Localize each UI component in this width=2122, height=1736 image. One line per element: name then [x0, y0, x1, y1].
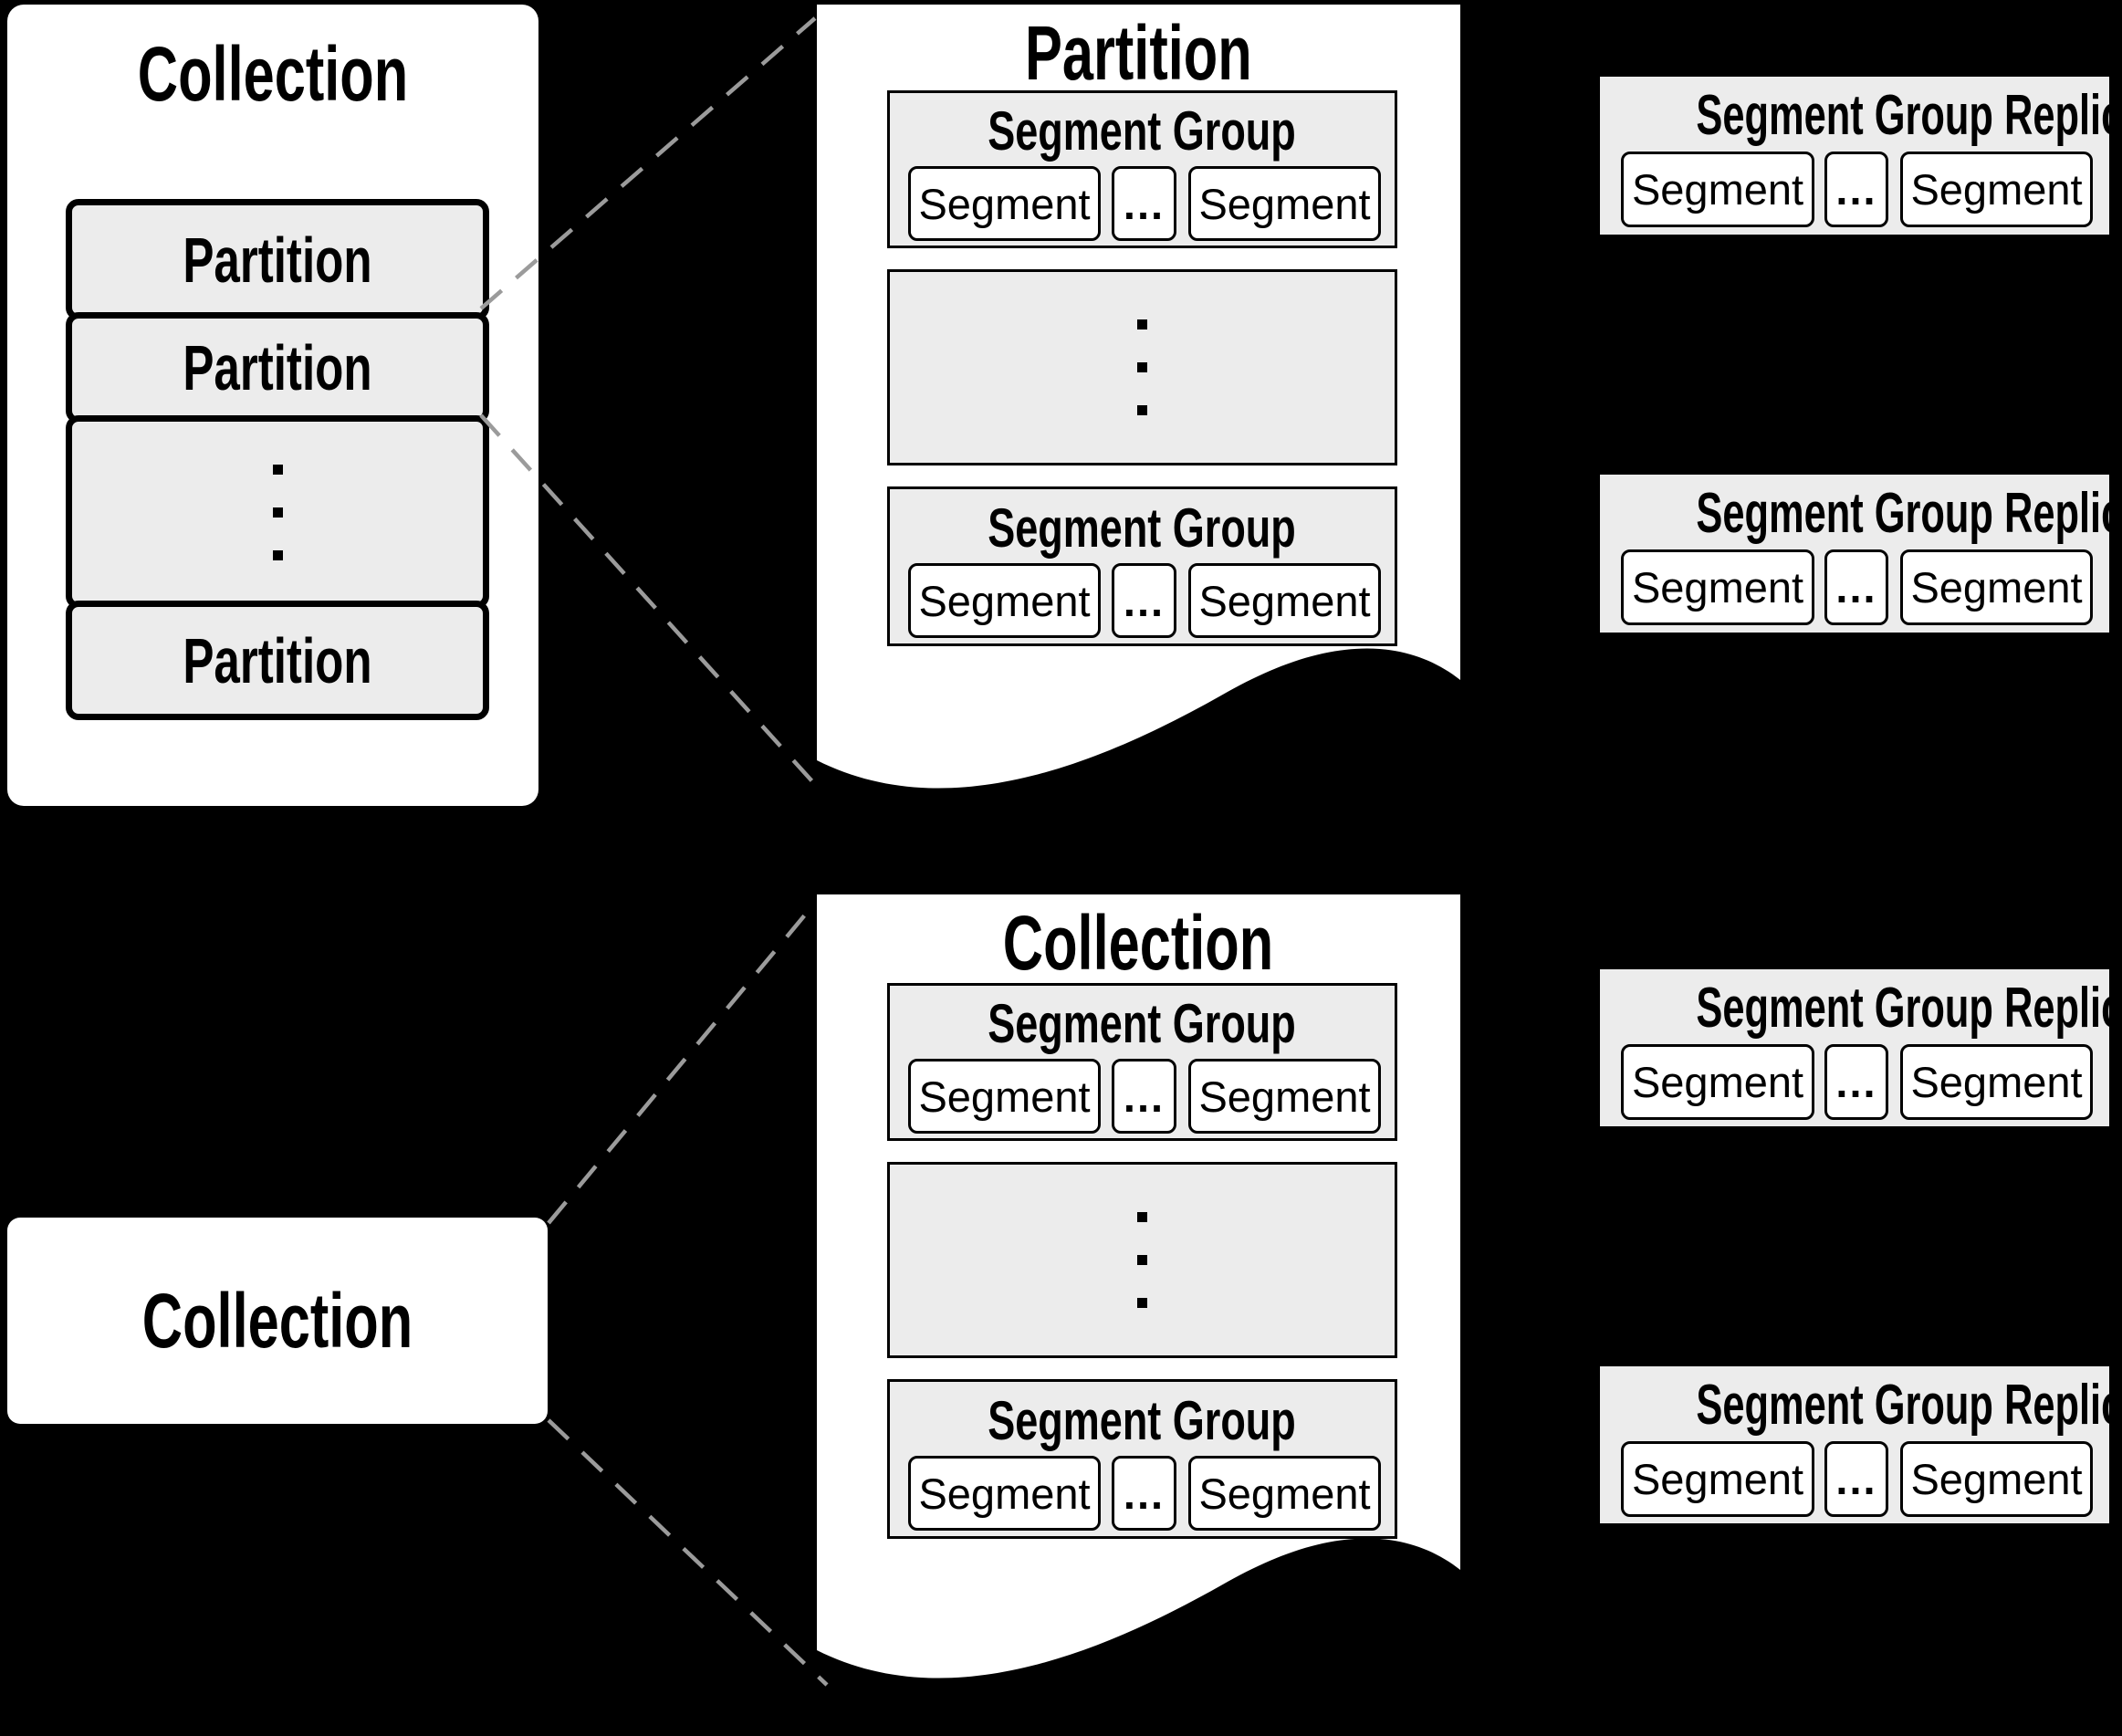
segment-group: Segment Group Segment ... Segment [887, 486, 1397, 646]
segment-group-replica: Segment Group Replica Segment ... Segmen… [1600, 969, 2122, 1126]
ellipsis-chip: ... [1824, 1044, 1888, 1120]
vertical-ellipsis-icon [890, 272, 1395, 463]
replica-title: Segment Group Replica [1696, 482, 2122, 545]
segment-group-replica: Segment Group Replica Segment ... Segmen… [1600, 1366, 2122, 1523]
segment-chip: Segment [1188, 1456, 1381, 1531]
segment-group-ellipsis-box [887, 269, 1397, 465]
ellipsis-chip: ... [1112, 166, 1176, 241]
segment-group: Segment Group Segment ... Segment [887, 90, 1397, 248]
segment-chip: Segment [1900, 549, 2093, 625]
segment-chip: Segment [1900, 1441, 2093, 1517]
ellipsis-chip: ... [1824, 1441, 1888, 1517]
replica-title: Segment Group Replica [1696, 1374, 2122, 1437]
segment-group: Segment Group Segment ... Segment [887, 1379, 1397, 1539]
partition-page-title: Partition [1025, 10, 1252, 96]
segment-group-title: Segment Group [988, 1390, 1297, 1451]
segment-chip: Segment [1621, 152, 1814, 227]
partition-item: Partition [66, 601, 489, 720]
partition-item: Partition [66, 199, 489, 320]
segment-group-replica: Segment Group Replica Segment ... Segmen… [1600, 475, 2122, 633]
segment-chip: Segment [1900, 152, 2093, 227]
collection-box-title: Collection [141, 1278, 413, 1364]
segment-group-title: Segment Group [988, 993, 1297, 1054]
segment-group-title: Segment Group [988, 100, 1297, 162]
segment-chip: Segment [1621, 549, 1814, 625]
collection-page-title: Collection [1003, 900, 1274, 986]
segment-chip: Segment [1900, 1044, 2093, 1120]
segment-chip: Segment [908, 563, 1101, 638]
collection-box: Collection [7, 1218, 548, 1424]
ellipsis-chip: ... [1112, 1456, 1176, 1531]
segment-chip: Segment [1188, 166, 1381, 241]
vertical-ellipsis-icon [890, 1165, 1395, 1355]
segment-group: Segment Group Segment ... Segment [887, 983, 1397, 1141]
segment-chip: Segment [1188, 563, 1381, 638]
ellipsis-chip: ... [1112, 1059, 1176, 1134]
partition-item: Partition [66, 312, 489, 424]
collection-box-title: Collection [137, 31, 409, 117]
ellipsis-chip: ... [1824, 152, 1888, 227]
ellipsis-chip: ... [1112, 563, 1176, 638]
segment-chip: Segment [908, 1456, 1101, 1531]
ellipsis-chip: ... [1824, 549, 1888, 625]
segment-chip: Segment [1621, 1044, 1814, 1120]
segment-chip: Segment [908, 1059, 1101, 1134]
segment-group-replica: Segment Group Replica Segment ... Segmen… [1600, 77, 2122, 235]
segment-chip: Segment [1188, 1059, 1381, 1134]
vertical-ellipsis-icon [72, 422, 483, 602]
segment-group-ellipsis-box [887, 1162, 1397, 1358]
collection-box: Collection Partition Partition Partition [7, 5, 538, 806]
segment-chip: Segment [908, 166, 1101, 241]
segment-group-title: Segment Group [988, 497, 1297, 559]
segment-chip: Segment [1621, 1441, 1814, 1517]
partition-ellipsis-box [66, 415, 489, 609]
replica-title: Segment Group Replica [1696, 977, 2122, 1040]
replica-title: Segment Group Replica [1696, 84, 2122, 147]
